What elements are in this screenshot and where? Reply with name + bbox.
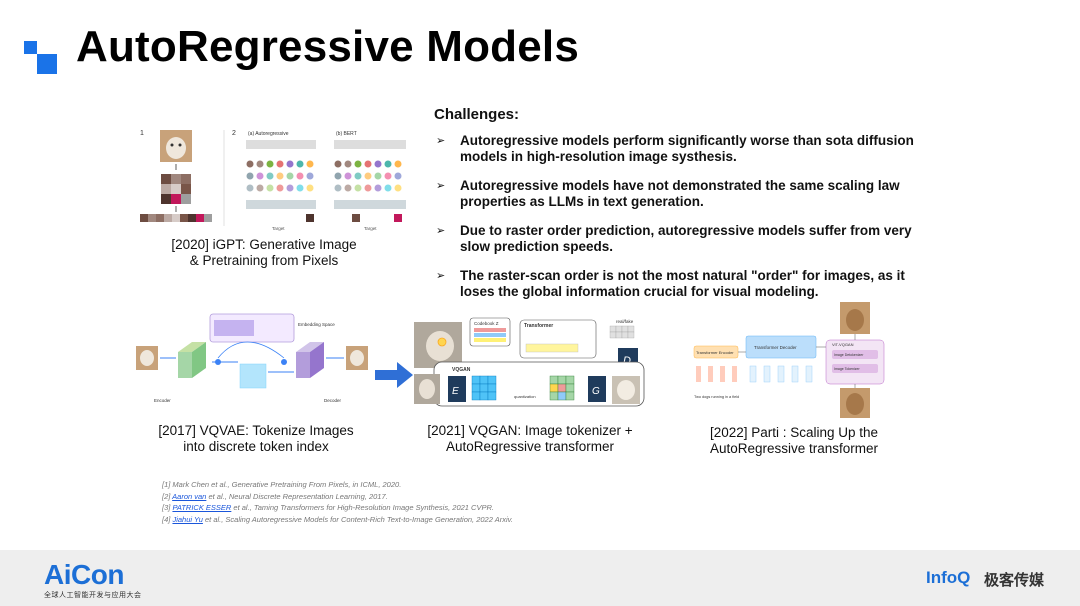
challenges-heading: Challenges:: [434, 106, 520, 123]
arrow-bullet-icon: ➢: [436, 225, 446, 237]
challenge-bullet: ➢Autoregressive models have not demonstr…: [436, 178, 900, 209]
arrow-bullet-icon: ➢: [436, 270, 446, 282]
label-vit-vqgan: ViT-VQGAN: [832, 342, 854, 347]
label-image-detokenizer: Image Detokenizer: [834, 353, 864, 357]
reference-link[interactable]: PATRICK ESSER: [172, 503, 232, 512]
label-target: Target: [272, 226, 285, 231]
reference-item: [4] Jiahui Yu et al., Scaling Autoregres…: [162, 514, 513, 524]
challenge-bullet: ➢Autoregressive models perform significa…: [436, 133, 914, 164]
label-transformer-encoder: Transformer Encoder: [696, 350, 734, 355]
label-quantization: quantization: [514, 394, 536, 399]
label-transformer: Transformer: [524, 323, 553, 329]
panel-number: 1: [140, 130, 144, 137]
parti-figure: Transformer Encoder Two dogs running in …: [693, 302, 885, 418]
panel-number: 2: [232, 130, 236, 137]
references: [1] Mark Chen et al., Generative Pretrai…: [162, 479, 513, 525]
vqgan-figure: Codebook Z Transformer real/fake D VQGAN…: [414, 317, 645, 407]
label-bert: (b) BERT: [336, 131, 357, 137]
aicon-subtitle: 全球人工智能开发与应用大会: [44, 592, 142, 599]
label-encoder: Encoder: [154, 398, 171, 403]
igpt-figure: 1 2 (a) Autoregressive (b) BERT T: [140, 130, 406, 231]
slide: AutoRegressive Models Challenges: ➢Autor…: [24, 22, 934, 525]
arrow-bullet-icon: ➢: [436, 135, 446, 147]
label-real-fake: real/fake: [616, 319, 634, 324]
big-arrow-icon: [375, 362, 413, 388]
label-decoder: Decoder: [324, 398, 342, 403]
label-d: D: [623, 355, 631, 367]
challenges-section: Challenges: ➢Autoregressive models perfo…: [434, 106, 934, 313]
infoq-logo: InfoQ: [926, 568, 971, 587]
reference-item: [1] Mark Chen et al., Generative Pretrai…: [162, 480, 402, 489]
reference-link[interactable]: Jiahui Yu: [172, 514, 203, 524]
label-transformer-decoder: Transformer Decoder: [754, 345, 797, 350]
label-g: G: [592, 386, 600, 397]
vqvae-figure: Embedding Space Encoder Decoder: [136, 313, 368, 403]
geek-media-logo-text: 极客传媒: [984, 572, 1045, 589]
reference-item: [3] PATRICK ESSER et al., Taming Transfo…: [162, 503, 494, 512]
slide-title: AutoRegressive Models: [76, 22, 580, 71]
label-autoregressive: (a) Autoregressive: [248, 131, 289, 137]
label-target: Target: [364, 226, 377, 231]
label-codebook: Codebook Z: [474, 321, 499, 326]
footer-bar: [0, 550, 1080, 606]
parti-caption: [2022] Parti : Scaling Up the AutoRegres…: [709, 425, 879, 456]
label-e: E: [452, 386, 459, 397]
challenge-bullet: ➢Due to raster order prediction, autoreg…: [436, 223, 912, 254]
reference-item: [2] Aaron van et al., Neural Discrete Re…: [162, 491, 388, 501]
label-vqgan: VQGAN: [452, 367, 471, 373]
challenge-bullet: ➢The raster-scan order is not the most n…: [436, 268, 905, 299]
arrow-bullet-icon: ➢: [436, 180, 446, 192]
label-image-tokenizer: Image Tokenizer: [834, 367, 860, 371]
aicon-logo: AiCon: [44, 559, 124, 590]
vqgan-caption: [2021] VQGAN: Image tokenizer + AutoRegr…: [427, 423, 633, 454]
igpt-caption: [2020] iGPT: Generative Image & Pretrain…: [171, 237, 357, 268]
vqvae-caption: [2017] VQVAE: Tokenize Images into discr…: [158, 423, 354, 454]
label-prompt: Two dogs running in a field: [694, 395, 739, 399]
label-embedding-space: Embedding Space: [298, 322, 335, 327]
reference-link[interactable]: Aaron van: [172, 491, 207, 501]
